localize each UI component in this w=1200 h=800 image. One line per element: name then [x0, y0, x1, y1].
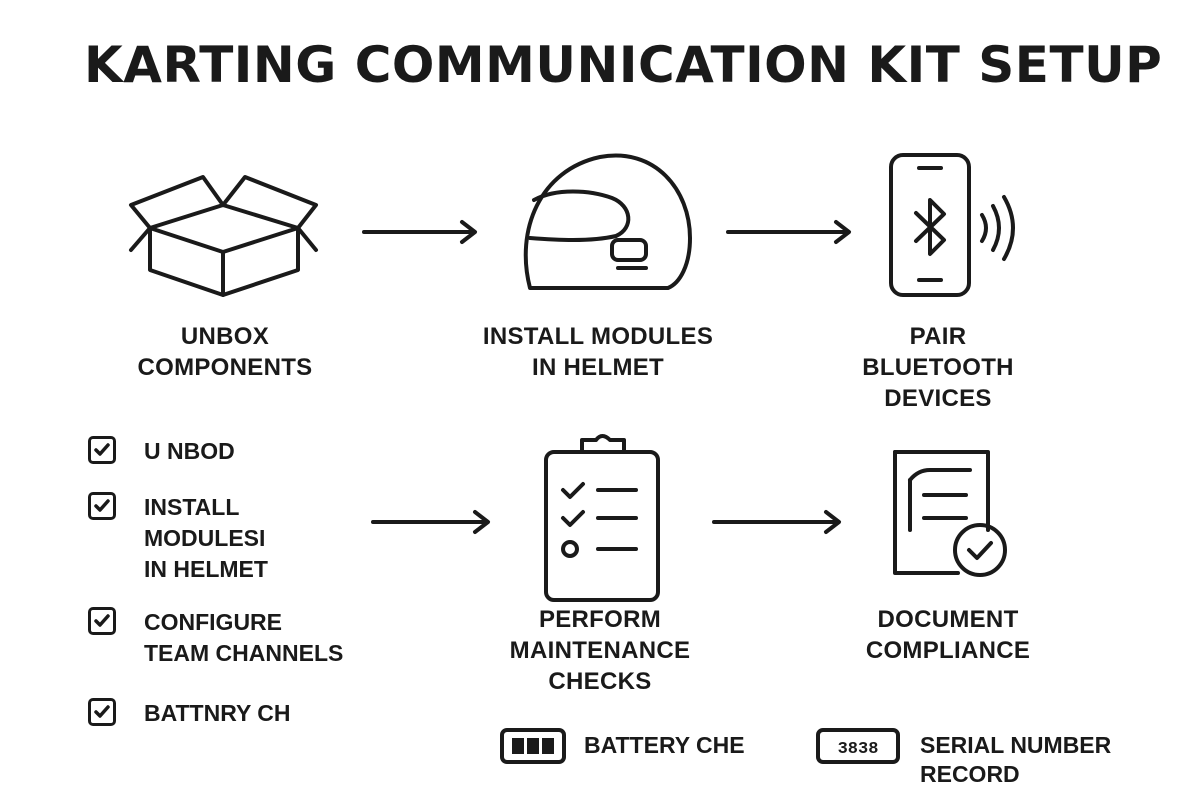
stage-label-install: INSTALL MODULES IN HELMET	[482, 323, 714, 381]
stage-label-unbox: UNBOX COMPONENTS	[137, 323, 313, 381]
arrow-maintenance-to-compliance	[712, 510, 841, 534]
battery-icon	[500, 728, 566, 764]
checklist-item-label: U NBOD	[144, 438, 235, 464]
helmet-icon	[523, 153, 692, 290]
arrow-checklist-to-maintenance	[371, 510, 490, 534]
serial-display-icon: 3838	[816, 728, 900, 764]
arrow-unbox-to-install	[362, 220, 477, 244]
arrow-install-to-pair	[726, 220, 851, 244]
checkbox-checked-icon[interactable]	[88, 607, 116, 635]
stage-label-compliance: DOCUMENT COMPLIANCE	[865, 606, 1031, 664]
stage-label-pair: PAIR BLUETOOTH DEVICES	[862, 323, 1014, 412]
checklist-item-label: BATTNRY CH	[144, 700, 291, 726]
serial-display-digits: 3838	[838, 740, 879, 759]
page-title: KARTING COMMUNICATION KIT SETUP	[84, 36, 1163, 94]
checkbox-checked-icon[interactable]	[88, 492, 116, 520]
clipboard-checklist-icon	[544, 434, 660, 602]
checklist-item-label: CONFIGURE TEAM CHANNELS	[144, 609, 344, 666]
checkbox-checked-icon[interactable]	[88, 436, 116, 464]
legend-serial-label-1: SERIAL NUMBER	[920, 732, 1112, 758]
legend-serial-label-2: RECORD	[920, 761, 1020, 787]
document-check-icon	[893, 450, 1007, 577]
phone-bluetooth-icon	[889, 153, 1015, 297]
checkbox-checked-icon[interactable]	[88, 698, 116, 726]
stage-label-maintenance: PERFORM MAINTENANCE CHECKS	[509, 606, 691, 695]
legend-battery-label: BATTERY CHE	[584, 732, 745, 758]
open-box-icon	[129, 175, 318, 297]
checklist-item-label: INSTALL MODULESI IN HELMET	[144, 494, 268, 582]
